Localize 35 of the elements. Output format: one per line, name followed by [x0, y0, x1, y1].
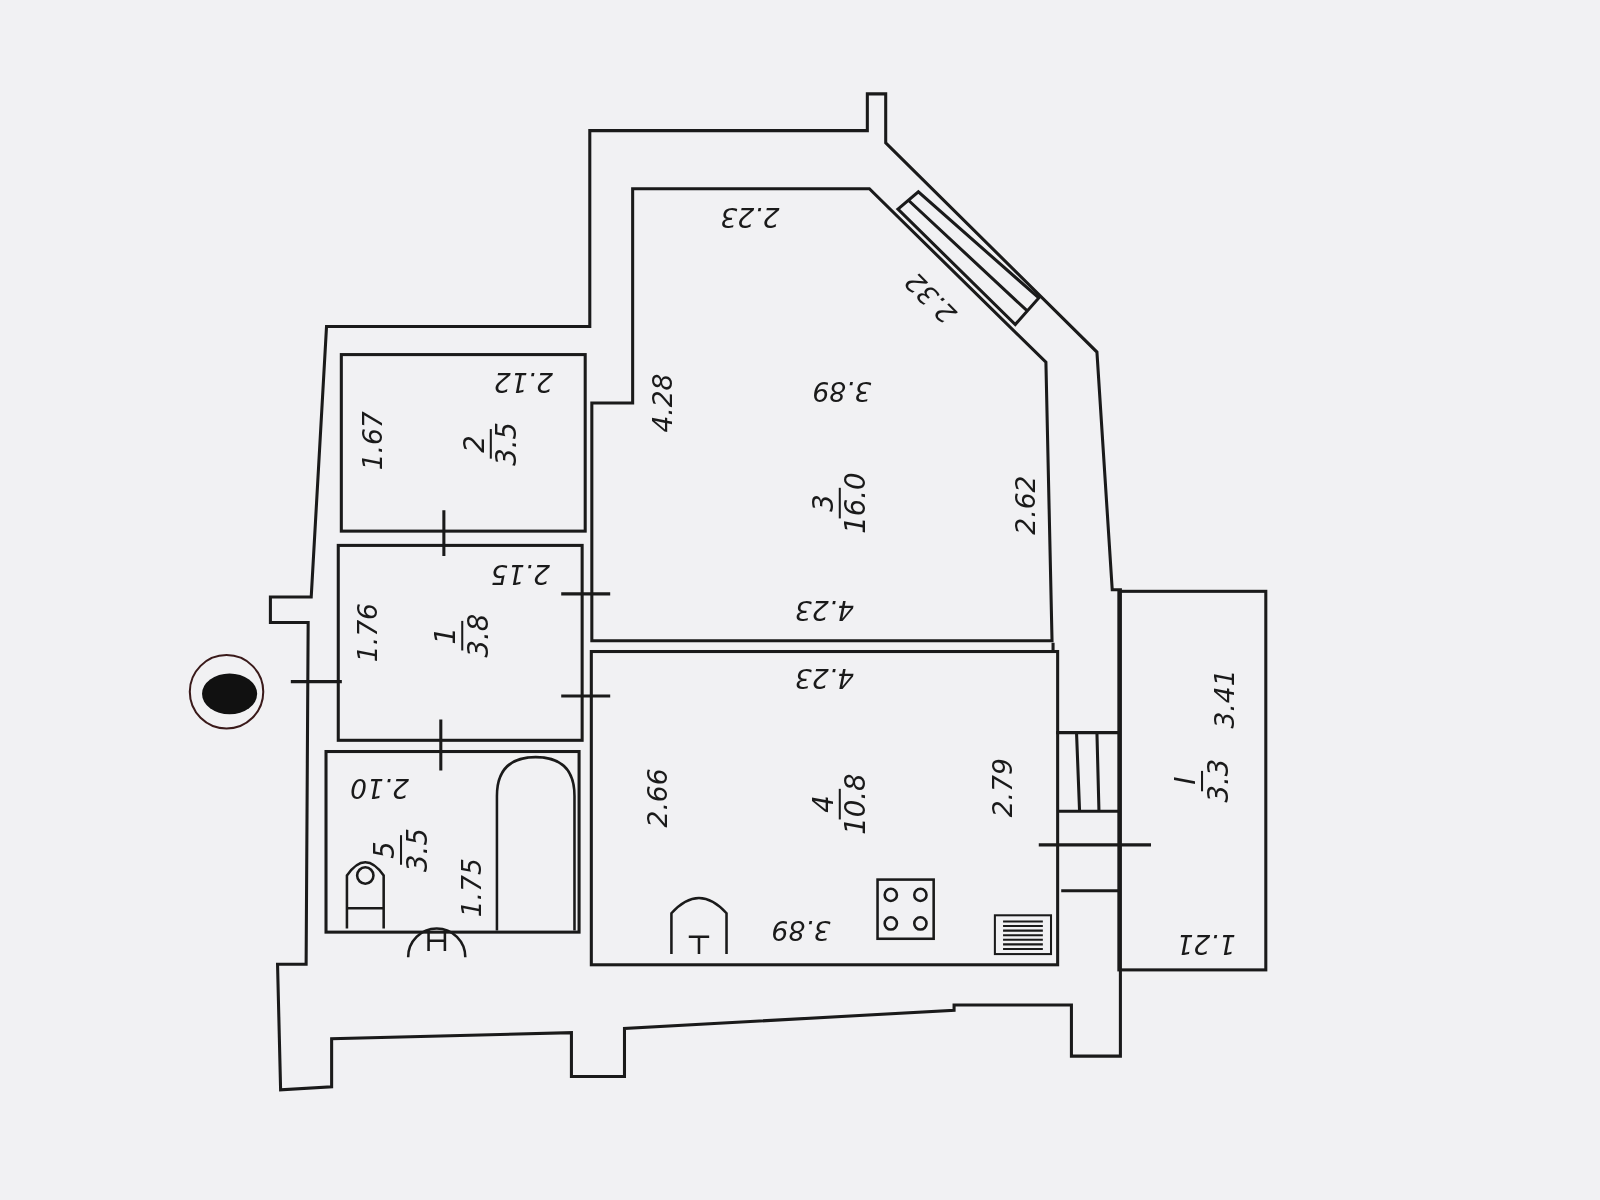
dimension-label: 2.62 [1011, 475, 1040, 535]
dimension-label: 1.67 [358, 411, 387, 471]
dimension-label: 4.28 [648, 373, 678, 433]
room-area: 16.0 [840, 472, 872, 534]
room-number: 4 [808, 789, 841, 819]
dimension-label: 2.10 [350, 773, 410, 803]
room-area: 3.3 [1203, 758, 1234, 803]
dimension-label: 2.23 [720, 203, 780, 232]
room-outline [324, 750, 581, 934]
room-area: 10.8 [840, 773, 872, 835]
dimension-label: 1.75 [457, 858, 486, 918]
dimension-label: 2.15 [490, 560, 550, 589]
dimension-label: 4.23 [794, 595, 854, 625]
room-number: 1 [430, 620, 464, 651]
room-outline [589, 650, 1060, 967]
dimension-label: 1.21 [1176, 929, 1236, 959]
dimension-label: 2.12 [493, 368, 553, 397]
room-area: 3.8 [463, 613, 494, 658]
dimension-label: 3.89 [771, 916, 831, 945]
room-number: 5 [369, 835, 403, 865]
dimension-label: 2.79 [988, 758, 1018, 818]
dimension-label: 4.23 [794, 664, 854, 693]
room-number: 3 [808, 488, 841, 518]
dimension-label: 3.41 [1210, 669, 1239, 729]
room-outline [589, 186, 1056, 643]
room-number: I [1170, 770, 1204, 791]
dimension-label: 2.66 [643, 768, 673, 828]
room-outline [1117, 589, 1268, 972]
room-outline [336, 543, 584, 742]
dimension-label: 1.76 [353, 603, 382, 663]
dimension-label: 3.89 [812, 376, 872, 406]
room-number: 2 [459, 429, 492, 459]
room-area: 3.5 [402, 828, 433, 872]
room-outline [339, 353, 587, 533]
room-area: 3.5 [491, 421, 523, 466]
